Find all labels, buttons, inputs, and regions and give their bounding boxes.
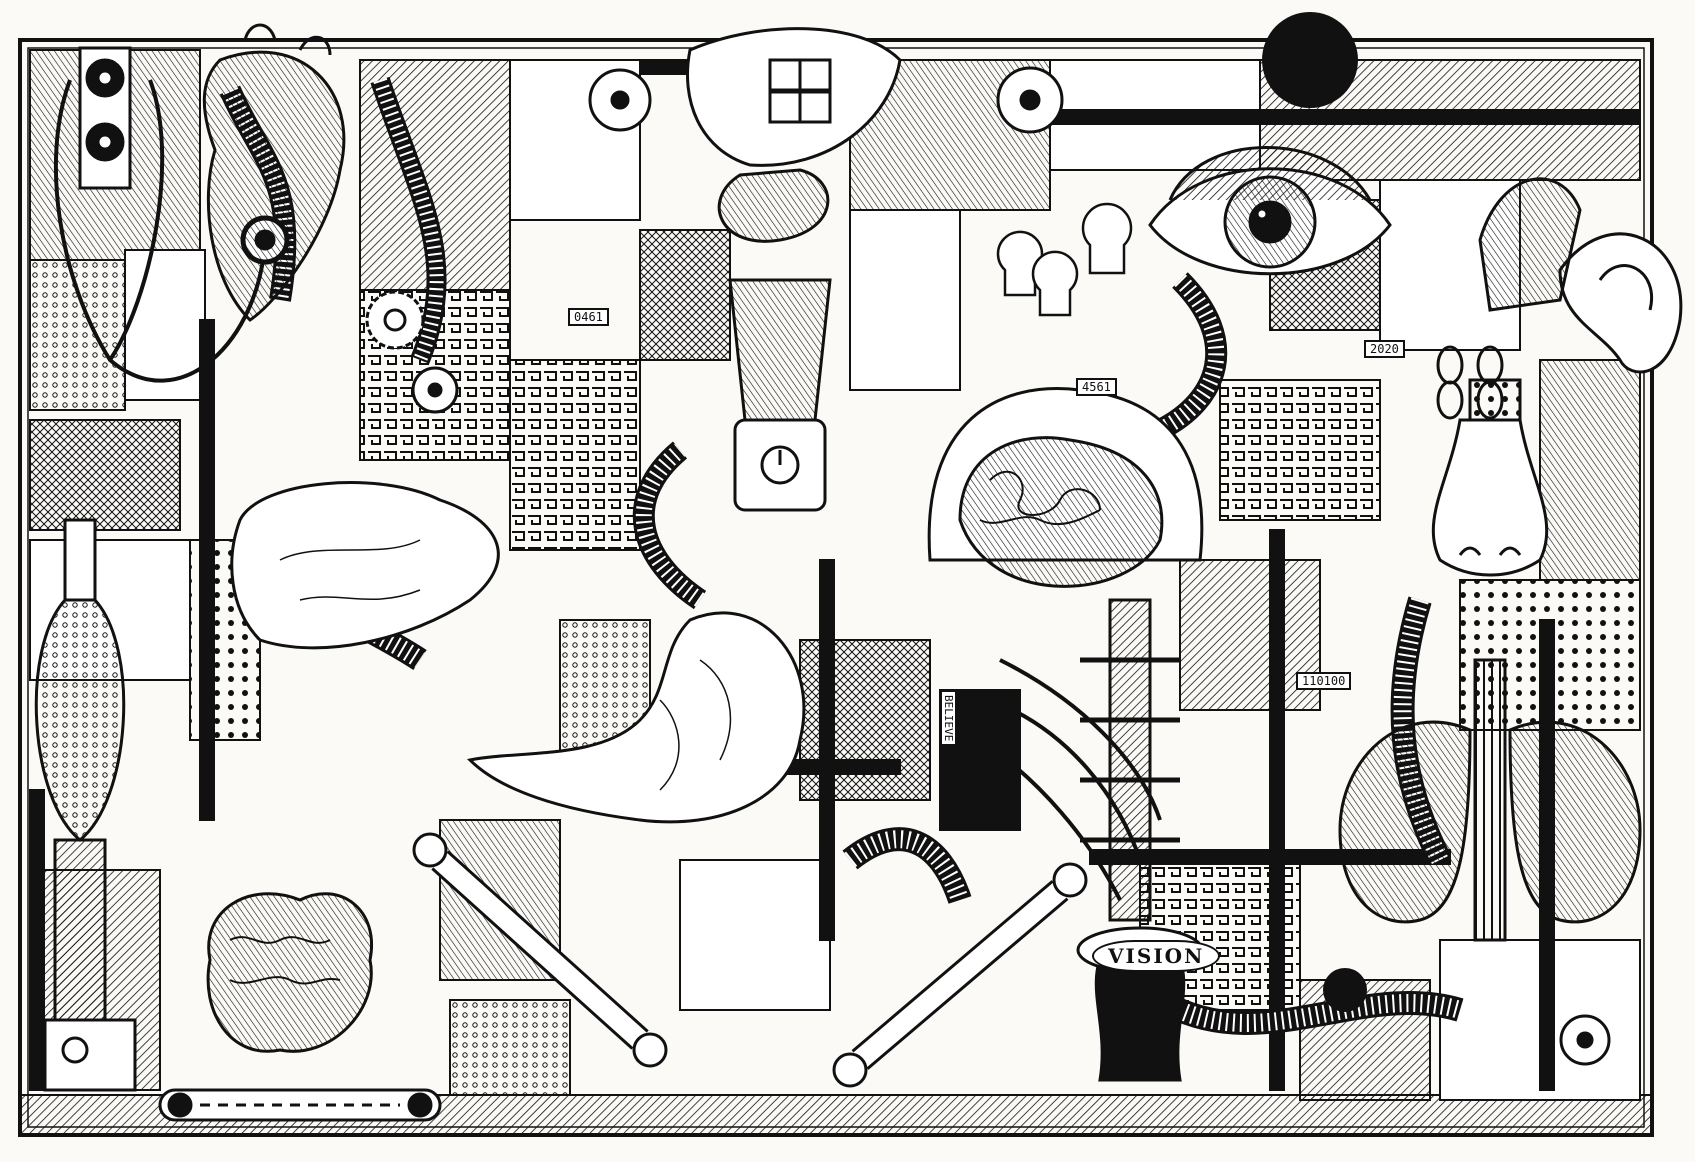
bulb-eye	[1323, 968, 1367, 1012]
year-label: 2020	[1364, 340, 1405, 358]
flask	[34, 518, 137, 1092]
dark-sphere	[1262, 12, 1358, 108]
ear	[1478, 177, 1683, 374]
blender	[728, 278, 832, 512]
conveyor-belt	[158, 1088, 442, 1122]
lungs	[1338, 658, 1642, 942]
stomach	[466, 611, 806, 824]
brain-dome	[927, 387, 1204, 588]
counter-a-label: 4561	[1076, 378, 1117, 396]
vision-label: VISION	[1092, 940, 1221, 972]
gears	[365, 66, 1611, 1066]
traffic-light-stethoscope	[53, 46, 290, 383]
chain	[1436, 345, 1504, 420]
eye	[1148, 146, 1392, 276]
jaw-teeth	[686, 27, 902, 243]
nose	[1431, 378, 1549, 577]
liver	[230, 481, 500, 650]
binary-counter-label: 110100	[1296, 672, 1352, 690]
bones	[412, 832, 1088, 1088]
light-bulbs	[996, 202, 1133, 317]
small-brain	[206, 892, 373, 1053]
heart	[202, 23, 346, 322]
believe-label: BELIEVE	[940, 690, 957, 747]
counter-b-label: 0461	[568, 308, 609, 326]
